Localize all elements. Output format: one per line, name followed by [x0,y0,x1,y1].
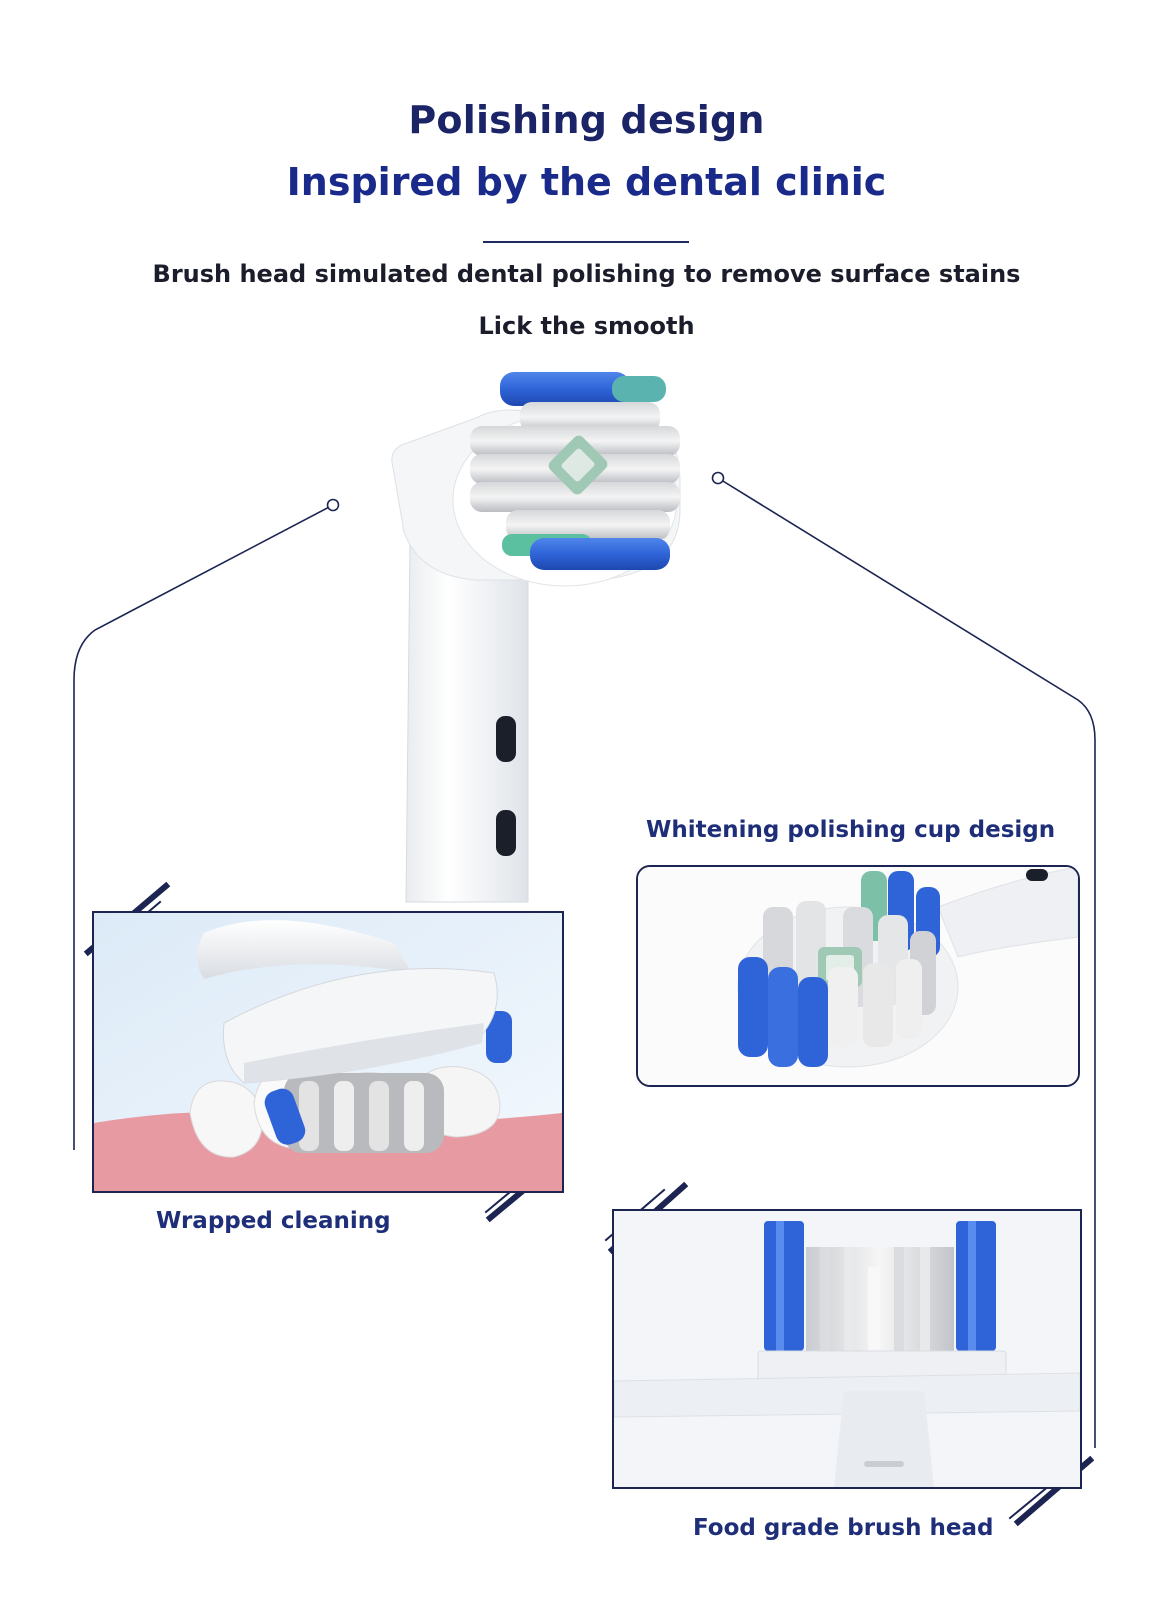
panel-wrapped-cleaning [92,911,564,1193]
wrapped-cleaning-image [94,913,562,1191]
bristle-tufts [470,372,680,570]
callout-dot-right [711,471,725,485]
callout-dot-left [326,498,340,512]
whitening-cup-image [638,867,1078,1085]
caption-wrapped-cleaning: Wrapped cleaning [156,1208,391,1234]
subtitle-smooth: Lick the smooth [478,312,695,340]
brush-slot [496,716,516,762]
headline-polishing-design: Polishing design [408,98,765,142]
subtitle-polishing: Brush head simulated dental polishing to… [152,260,1021,288]
brush-head-illustration [391,372,681,903]
panel-whitening-cup [636,865,1080,1087]
brush-slot [496,810,516,856]
callout-line-left [73,504,334,1150]
caption-whitening-cup: Whitening polishing cup design [646,817,1056,843]
panel-food-grade [612,1209,1082,1489]
title-divider [483,241,689,243]
headline-dental-clinic: Inspired by the dental clinic [286,160,887,204]
food-grade-image [614,1211,1080,1487]
callout-line-right [717,477,1096,1448]
caption-food-grade: Food grade brush head [693,1515,994,1541]
